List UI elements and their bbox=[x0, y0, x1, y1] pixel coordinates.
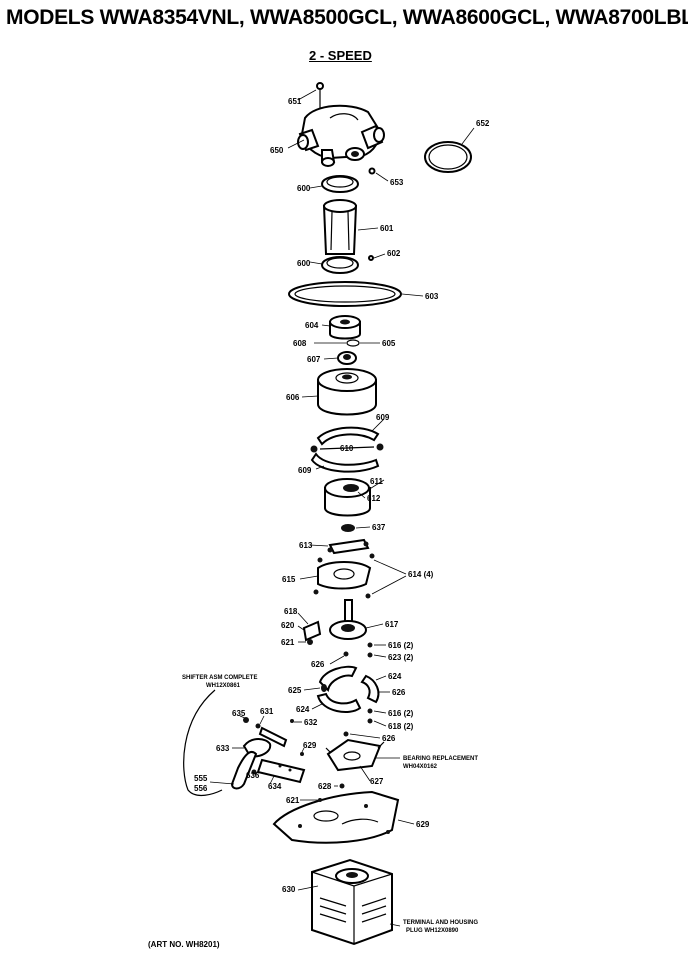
small-hardware-middle bbox=[290, 708, 373, 737]
callout-633: 633 bbox=[216, 744, 230, 753]
drive-plate bbox=[327, 538, 370, 555]
models-title: MODELS WWA8354VNL, WWA8500GCL, WWA8600GC… bbox=[6, 6, 688, 29]
clutch-body bbox=[324, 478, 371, 517]
callout-621-upper: 621 bbox=[281, 638, 295, 647]
part-notes: SHIFTER ASM COMPLETE WH12X0861 BEARING R… bbox=[182, 675, 478, 934]
callout-605: 605 bbox=[382, 339, 396, 348]
callout-615: 615 bbox=[282, 575, 296, 584]
callout-labels: 651 650 652 653 600 601 602 600 603 604 … bbox=[194, 97, 490, 894]
callout-624-left: 624 bbox=[296, 705, 310, 714]
clutch-drum bbox=[317, 368, 377, 416]
callout-606: 606 bbox=[286, 393, 300, 402]
callout-632: 632 bbox=[304, 718, 318, 727]
clamp-screw bbox=[368, 255, 374, 261]
spline-hub bbox=[337, 351, 357, 365]
callout-600-lower: 600 bbox=[297, 259, 311, 268]
motor-pulley bbox=[329, 315, 361, 340]
callout-636: 636 bbox=[246, 771, 260, 780]
callout-627: 627 bbox=[370, 777, 384, 786]
art-number: (ART NO. WH8201) bbox=[148, 940, 220, 949]
bearing-note-line2: WH04X0162 bbox=[403, 764, 438, 770]
shaft-gear bbox=[329, 599, 367, 640]
callout-617: 617 bbox=[385, 620, 399, 629]
small-hardware-right bbox=[343, 642, 373, 658]
drive-motor bbox=[311, 858, 393, 946]
callout-608: 608 bbox=[293, 339, 307, 348]
callout-614: 614 (4) bbox=[408, 570, 434, 579]
callout-629-lower: 629 bbox=[416, 820, 430, 829]
bearing-note-line1: BEARING REPLACEMENT bbox=[403, 756, 478, 762]
callout-651: 651 bbox=[288, 97, 302, 106]
brake-shoes bbox=[310, 426, 384, 473]
callout-601: 601 bbox=[380, 224, 394, 233]
callout-618: 618 bbox=[284, 607, 298, 616]
thrust-washer bbox=[341, 524, 355, 532]
callout-626-upper: 626 bbox=[311, 660, 325, 669]
callout-652: 652 bbox=[476, 119, 490, 128]
callout-616-upper: 616 (2) bbox=[388, 641, 414, 650]
lower-clamp bbox=[321, 256, 359, 274]
mounting-bracket bbox=[313, 553, 375, 599]
callout-623: 623 (2) bbox=[388, 653, 414, 662]
callout-629-upper: 629 bbox=[303, 741, 317, 750]
callout-626-right: 626 bbox=[392, 688, 406, 697]
shifter-note-line2: WH12X0861 bbox=[206, 683, 241, 689]
callout-626-lower: 626 bbox=[382, 734, 396, 743]
speed-subtitle: 2 - SPEED bbox=[309, 48, 372, 63]
callout-630: 630 bbox=[282, 885, 296, 894]
bearing-plate bbox=[325, 738, 385, 789]
callout-653: 653 bbox=[390, 178, 404, 187]
pump-screw bbox=[368, 167, 376, 175]
mounting-base-plate bbox=[272, 790, 400, 844]
callout-631: 631 bbox=[260, 707, 274, 716]
pump-belt bbox=[424, 141, 472, 173]
callout-609-upper: 609 bbox=[376, 413, 390, 422]
callout-609-lower: 609 bbox=[298, 466, 312, 475]
terminal-note-line2: PLUG WH12X0890 bbox=[406, 928, 459, 934]
callout-634: 634 bbox=[268, 782, 282, 791]
upper-clamp bbox=[321, 175, 359, 193]
shifter-note-line1: SHIFTER ASM COMPLETE bbox=[182, 675, 257, 681]
callout-618-lower: 618 (2) bbox=[388, 722, 414, 731]
callout-603: 603 bbox=[425, 292, 439, 301]
pump-assembly bbox=[297, 82, 385, 167]
callout-607: 607 bbox=[307, 355, 321, 364]
gear-housing-halves bbox=[316, 665, 380, 713]
coupling-hose bbox=[322, 199, 358, 255]
callout-635: 635 bbox=[232, 709, 246, 718]
callout-612: 612 bbox=[367, 494, 381, 503]
callout-650: 650 bbox=[270, 146, 284, 155]
shifter-assembly bbox=[183, 689, 306, 797]
callout-555: 555 bbox=[194, 774, 208, 783]
shift-fork bbox=[302, 620, 322, 645]
retaining-ring bbox=[346, 339, 360, 347]
callout-637: 637 bbox=[372, 523, 386, 532]
callout-613: 613 bbox=[299, 541, 313, 550]
terminal-note-line1: TERMINAL AND HOUSING bbox=[403, 920, 478, 926]
callout-600-upper: 600 bbox=[297, 184, 311, 193]
callout-556: 556 bbox=[194, 784, 208, 793]
callout-611: 611 bbox=[370, 477, 383, 486]
callout-616-lower: 616 (2) bbox=[388, 709, 414, 718]
callout-625: 625 bbox=[288, 686, 302, 695]
callout-621-lower: 621 bbox=[286, 796, 300, 805]
leader-lines bbox=[209, 89, 475, 927]
callout-610: 610 bbox=[340, 444, 354, 453]
callout-620: 620 bbox=[281, 621, 295, 630]
drive-belt bbox=[288, 281, 402, 307]
callout-628: 628 bbox=[318, 782, 332, 791]
callout-604: 604 bbox=[305, 321, 319, 330]
callout-624-right: 624 bbox=[388, 672, 402, 681]
callout-602: 602 bbox=[387, 249, 401, 258]
